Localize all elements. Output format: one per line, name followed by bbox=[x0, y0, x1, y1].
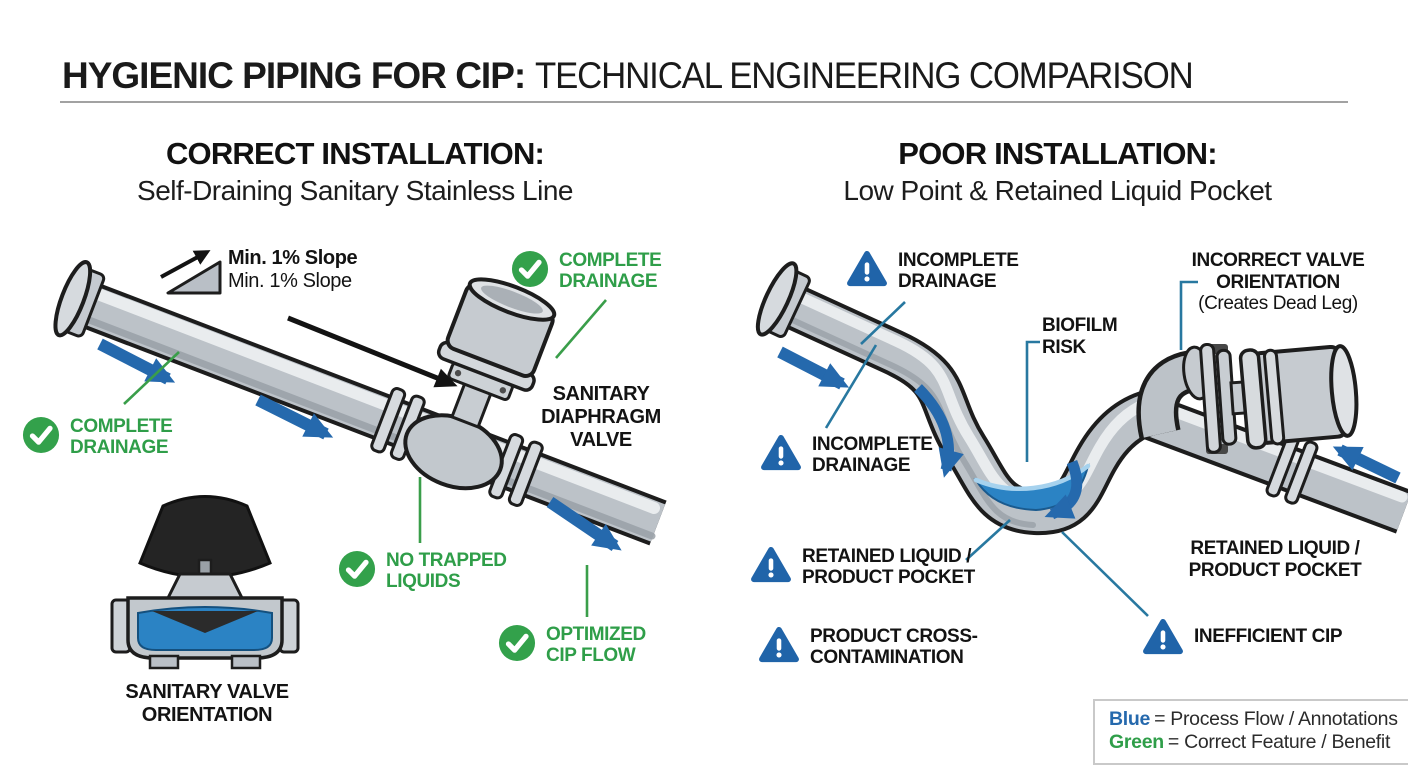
warning-icon bbox=[750, 546, 792, 584]
legend-green-line: Green= Correct Feature / Benefit bbox=[1109, 731, 1401, 754]
label-retained-liquid-left: RETAINED LIQUID / PRODUCT POCKET bbox=[750, 546, 988, 589]
title-emphasis: HYGIENIC PIPING FOR CIP: bbox=[62, 54, 526, 96]
check-icon bbox=[498, 624, 536, 662]
legend-green-text: = Correct Feature / Benefit bbox=[1167, 731, 1391, 754]
pipe-flange bbox=[755, 261, 811, 338]
warning-icon bbox=[760, 434, 802, 472]
slope-direction-arrow bbox=[287, 315, 458, 388]
slope-note-regular: Min. 1% Slope bbox=[228, 270, 352, 292]
poor-subheading: Low Point & Retained Liquid Pocket bbox=[843, 175, 1272, 206]
slope-indicator-icon bbox=[160, 250, 222, 295]
poor-heading: POOR INSTALLATION: bbox=[898, 136, 1217, 171]
pipe-flange bbox=[53, 260, 106, 338]
incorrect-valve bbox=[1136, 342, 1359, 454]
warning-icon bbox=[846, 250, 888, 288]
incorrect-valve-orientation-text: INCORRECT VALVE ORIENTATION bbox=[1191, 250, 1365, 293]
page-title: HYGIENIC PIPING FOR CIP: TECHNICAL ENGIN… bbox=[62, 55, 1234, 97]
slope-note: Min. 1% Slope Min. 1% Slope bbox=[228, 247, 358, 293]
legend-blue-line: Blue= Process Flow / Annotations bbox=[1109, 708, 1401, 731]
complete-drainage-top-text: COMPLETE DRAINAGE bbox=[559, 250, 662, 293]
label-inefficient-cip: INEFFICIENT CIP bbox=[1142, 618, 1364, 656]
check-icon bbox=[22, 416, 60, 454]
label-sanitary-diaphragm-valve: SANITARY DIAPHRAGM VALVE bbox=[541, 383, 661, 451]
label-complete-drainage-top: COMPLETE DRAINAGE bbox=[511, 250, 671, 293]
label-incomplete-drainage-top: INCOMPLETE DRAINAGE bbox=[846, 250, 1038, 293]
label-no-trapped-liquids: NO TRAPPED LIQUIDS bbox=[338, 550, 508, 593]
label-product-cross-contamination: PRODUCT CROSS-CONTAMINATION bbox=[758, 626, 1048, 669]
legend-blue-text: = Process Flow / Annotations bbox=[1154, 708, 1398, 730]
inefficient-cip-text: INEFFICIENT CIP bbox=[1194, 626, 1343, 648]
check-icon bbox=[511, 250, 549, 288]
incorrect-valve-note-text: (Creates Dead Leg) bbox=[1198, 293, 1358, 315]
correct-heading: CORRECT INSTALLATION: bbox=[165, 136, 545, 171]
optimized-cip-flow-text: OPTIMIZED CIP FLOW bbox=[546, 624, 646, 667]
label-optimized-cip-flow: OPTIMIZED CIP FLOW bbox=[498, 624, 658, 667]
incomplete-drainage-top-text: INCOMPLETE DRAINAGE bbox=[898, 250, 1019, 293]
valve-flange bbox=[1199, 342, 1238, 454]
no-trapped-liquids-text: NO TRAPPED LIQUIDS bbox=[386, 550, 507, 593]
label-sanitary-valve-orientation: SANITARY VALVE ORIENTATION bbox=[125, 681, 289, 726]
slope-note-bold: Min. 1% Slope bbox=[228, 247, 358, 269]
process-flow-arrows-poor bbox=[777, 346, 1401, 520]
legend-blue-term: Blue bbox=[1109, 708, 1151, 730]
poor-panel-heading: POOR INSTALLATION: Low Point & Retained … bbox=[790, 136, 1325, 207]
title-rest: TECHNICAL ENGINEERING COMPARISON bbox=[534, 54, 1194, 96]
ferrule-clamp bbox=[1265, 433, 1319, 505]
legend-green-term: Green bbox=[1109, 731, 1164, 754]
benefit-leader-lines bbox=[123, 299, 607, 617]
label-retained-liquid-right: RETAINED LIQUID / PRODUCT POCKET bbox=[1188, 538, 1362, 581]
correct-pipe bbox=[53, 260, 667, 546]
cutaway-valve bbox=[110, 495, 300, 670]
annotation-leader-lines bbox=[824, 280, 1198, 617]
poor-pipe-sag-run bbox=[755, 261, 1169, 536]
label-biofilm-risk: BIOFILM RISK bbox=[1042, 315, 1118, 358]
correct-panel-heading: CORRECT INSTALLATION: Self-Draining Sani… bbox=[90, 136, 620, 207]
incomplete-drainage-mid-text: INCOMPLETE DRAINAGE bbox=[812, 434, 933, 477]
complete-drainage-left-text: COMPLETE DRAINAGE bbox=[70, 416, 173, 459]
label-complete-drainage-left: COMPLETE DRAINAGE bbox=[22, 416, 182, 459]
correct-subheading: Self-Draining Sanitary Stainless Line bbox=[137, 175, 573, 206]
color-legend: Blue= Process Flow / Annotations Green= … bbox=[1093, 699, 1408, 765]
product-cross-contamination-text: PRODUCT CROSS-CONTAMINATION bbox=[810, 626, 978, 669]
warning-icon bbox=[1142, 618, 1184, 656]
diaphragm-valve bbox=[403, 277, 557, 491]
valve-actuator bbox=[1238, 344, 1359, 450]
retained-liquid-left-text: RETAINED LIQUID / PRODUCT POCKET bbox=[802, 546, 975, 589]
warning-icon bbox=[758, 626, 800, 664]
check-icon bbox=[338, 550, 376, 588]
label-incorrect-valve-orientation: INCORRECT VALVE ORIENTATION (Creates Dea… bbox=[1180, 250, 1376, 315]
poor-pipe-lower-run bbox=[1139, 394, 1408, 534]
label-incomplete-drainage-mid: INCOMPLETE DRAINAGE bbox=[760, 434, 952, 477]
title-divider bbox=[60, 101, 1348, 103]
